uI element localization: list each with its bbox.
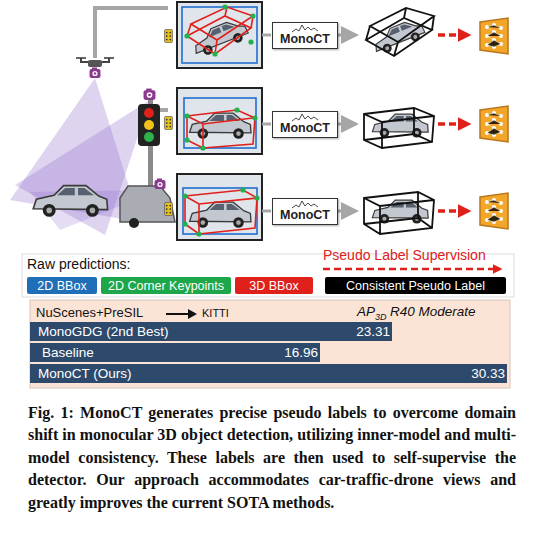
- score-value: 30.33: [471, 366, 505, 381]
- legend-text: 2D Corner Keypoints: [108, 279, 224, 293]
- method-name: MonoCT (Ours): [38, 366, 132, 381]
- metric-name: AP: [357, 304, 375, 319]
- model-name: MonoCT: [280, 32, 330, 46]
- dataset-target: KITTI: [202, 307, 229, 319]
- legend-text: Consistent Pseudo Label: [346, 279, 485, 293]
- legend-swatch: 3D BBox: [235, 277, 313, 294]
- legend-swatch: 2D Corner Keypoints: [101, 277, 231, 294]
- model-name: MonoCT: [280, 208, 330, 222]
- metric-subscript: 3D: [375, 312, 387, 322]
- method-name: Baseline: [42, 345, 94, 360]
- legend-heading: Raw predictions:: [27, 256, 131, 272]
- method-name: MonoGDG (2nd Best): [38, 324, 169, 339]
- legend-text: 3D BBox: [249, 279, 298, 293]
- score-value: 23.31: [356, 324, 390, 339]
- legend-swatch: 2D BBox: [27, 277, 97, 294]
- model-box: MonoCT: [272, 22, 338, 49]
- score-value: 16.96: [284, 345, 318, 360]
- model-name: MonoCT: [280, 121, 330, 135]
- model-box: MonoCT: [272, 111, 338, 138]
- model-box: MonoCT: [272, 198, 338, 225]
- legend-text: Pseudo Label Supervision: [323, 247, 486, 263]
- metric-setting: R40 Moderate: [390, 304, 476, 319]
- legend-text: 2D BBox: [37, 279, 86, 293]
- dataset-source: NuScenes+PreSIL: [36, 305, 143, 320]
- legend-swatch: Consistent Pseudo Label: [325, 277, 506, 294]
- figure-caption: Fig. 1: MonoCT generates precise pseudo …: [28, 402, 516, 514]
